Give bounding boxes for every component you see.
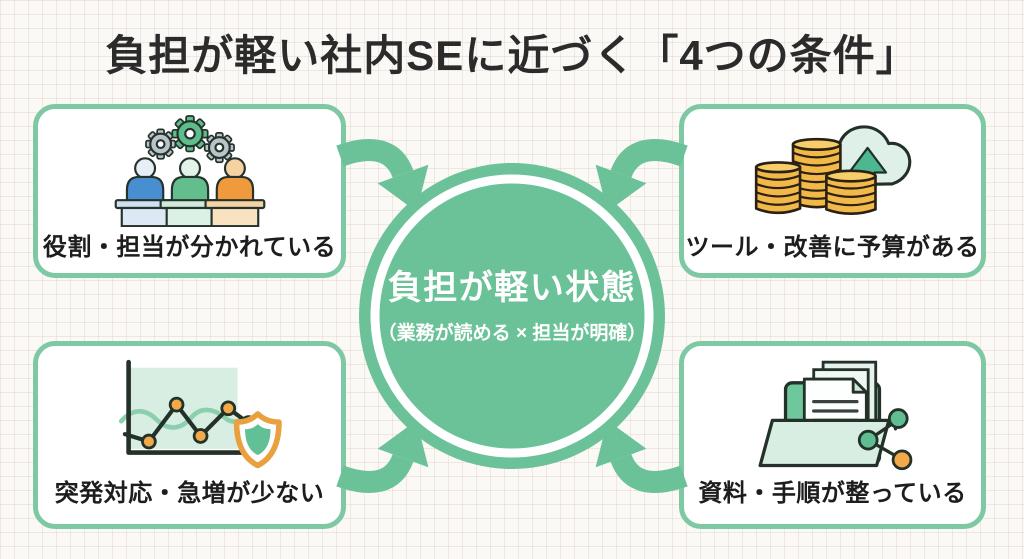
page-title: 負担が軽い社内SEに近づく「4つの条件」 (105, 32, 919, 79)
center-circle-text: 負担が軽い状態 （業務が読める × 担当が明確） (362, 268, 662, 345)
team-gears-icon-svg (114, 115, 265, 227)
arrow-bottom-right-icon (596, 420, 684, 482)
card-roles-label: 役割・担当が分かれている (42, 234, 337, 261)
chart-shield-icon (88, 346, 291, 473)
center-sub-text: （業務が読める × 担当が明確） (377, 322, 647, 344)
card-budget-label: ツール・改善に予算がある (685, 234, 980, 261)
folder-documents-share-icon-svg (758, 360, 913, 471)
card-budget: ツール・改善に予算がある (679, 104, 986, 278)
chart-shield-icon-svg (118, 359, 282, 468)
center-main-text: 負担が軽い状態 (387, 269, 637, 307)
arrow-top-right-icon (596, 150, 684, 212)
arrow-top-left-icon (336, 139, 429, 212)
coins-cloud-upload-icon (736, 107, 929, 227)
coins-cloud-upload-icon-svg (754, 125, 912, 216)
folder-documents-share-icon (729, 345, 936, 473)
team-gears-icon (95, 109, 285, 227)
card-roles: 役割・担当が分かれている (33, 104, 346, 278)
arrow-bottom-left-icon (340, 420, 428, 482)
card-documents: 資料・手順が整っている (679, 341, 986, 529)
card-documents-label: 資料・手順が整っている (698, 480, 967, 507)
card-incidents: 突発対応・急増が少ない (33, 341, 346, 529)
card-incidents-label: 突発対応・急増が少ない (54, 480, 325, 507)
